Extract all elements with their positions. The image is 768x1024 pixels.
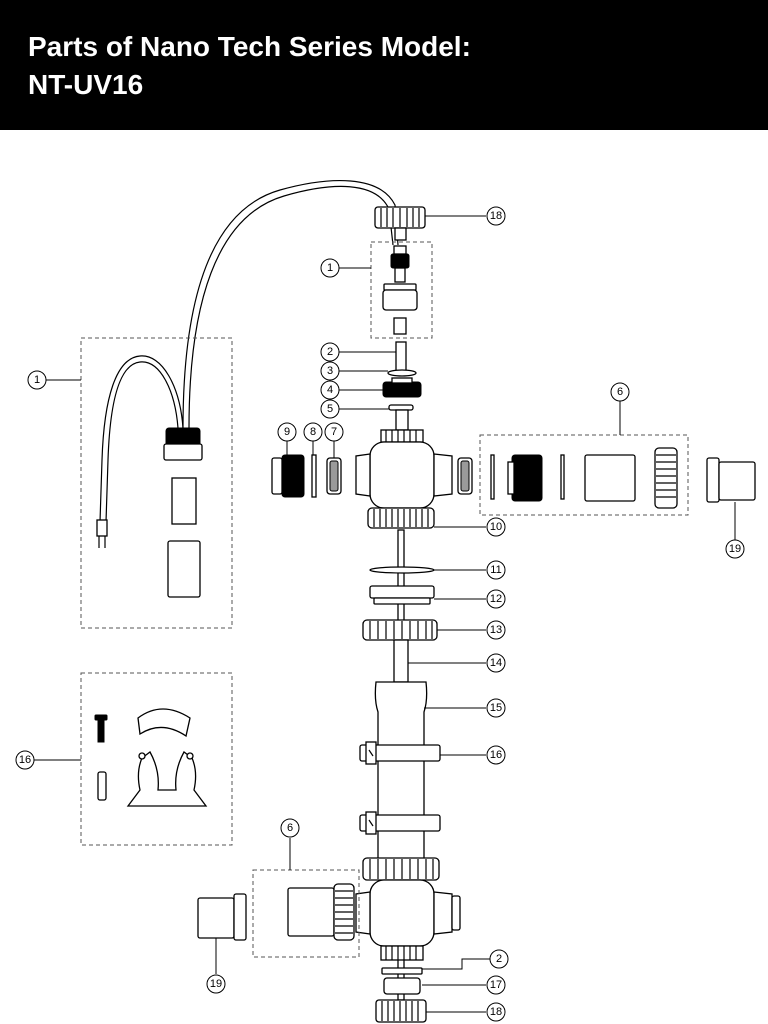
svg-text:6: 6: [617, 386, 623, 398]
callout-c1-ballast: 1: [27, 370, 47, 390]
svg-text:2: 2: [496, 953, 502, 965]
callout-c9: 9: [277, 422, 297, 442]
title-banner: Parts of Nano Tech Series Model: NT-UV16: [0, 0, 768, 130]
callout-c6-right: 6: [610, 382, 630, 402]
callout-c3: 3: [320, 361, 340, 381]
lamp-cap-group-box: [370, 241, 433, 339]
callout-c18-bottom: 18: [486, 1002, 506, 1022]
left-port-union: [271, 454, 305, 498]
right-port-gasket: [457, 457, 473, 495]
bottom-housing-tee: [355, 857, 461, 961]
left-union-fittings: [287, 883, 355, 941]
power-cable: [182, 179, 399, 429]
svg-text:1: 1: [327, 262, 333, 274]
o-ring-large: [369, 566, 435, 574]
svg-text:14: 14: [490, 657, 502, 669]
callout-c7: 7: [324, 422, 344, 442]
svg-text:11: 11: [490, 564, 501, 576]
callout-c14: 14: [486, 653, 506, 673]
callout-c12: 12: [486, 589, 506, 609]
svg-text:1: 1: [34, 374, 40, 386]
top-housing-tee: [355, 429, 453, 529]
quartz-tip: [395, 409, 409, 431]
callout-c19-right: 19: [725, 539, 745, 559]
ballast-group-box: [80, 337, 233, 629]
callout-c17: 17: [486, 975, 506, 995]
svg-text:13: 13: [490, 624, 502, 636]
union-nut: [362, 619, 438, 641]
right-union-group-box: [479, 434, 689, 516]
exploded-parts-diagram: 18 1 1 2 3 4 5 9 8 7 6 10 19 11 12 13 14…: [15, 179, 756, 1023]
callout-c16-right: 16: [486, 745, 506, 765]
callout-c16-left: 16: [15, 750, 35, 770]
callout-c19-left: 19: [206, 974, 226, 994]
left-union-group-box: [252, 869, 360, 958]
svg-text:16: 16: [490, 749, 502, 761]
page-title: Parts of Nano Tech Series Model: NT-UV16: [28, 31, 471, 100]
bottom-nut: [375, 999, 427, 1023]
left-port-gasket: [326, 457, 342, 495]
svg-text:10: 10: [490, 521, 502, 533]
callout-c18-top: 18: [486, 206, 506, 226]
clamp-kit-box: [80, 672, 233, 846]
callout-c10: 10: [486, 517, 506, 537]
callout-c15: 15: [486, 698, 506, 718]
clamp-lower: [359, 811, 441, 835]
callout-c6-left: 6: [280, 818, 300, 838]
callout-c5: 5: [320, 399, 340, 419]
callout-c8: 8: [303, 422, 323, 442]
leader-lines: [34, 215, 736, 1013]
svg-text:19: 19: [210, 978, 222, 990]
svg-text:16: 16: [19, 754, 31, 766]
lamp-cap-assembly: [382, 245, 418, 335]
callout-c4: 4: [320, 380, 340, 400]
housing-body: [374, 681, 428, 861]
callout-c13: 13: [486, 620, 506, 640]
top-nut: [374, 206, 426, 241]
callout-c11: 11: [486, 560, 506, 580]
right-union-fittings: [490, 447, 678, 509]
clamp-upper: [359, 741, 441, 765]
svg-text:18: 18: [490, 1006, 502, 1018]
callout-c2-bottom: 2: [489, 949, 509, 969]
left-port-o-ring: [311, 454, 317, 498]
svg-text:18: 18: [490, 210, 502, 222]
o-ring-small: [388, 404, 414, 411]
callout-c2-top: 2: [320, 342, 340, 362]
svg-text:4: 4: [327, 384, 333, 396]
svg-text:7: 7: [331, 426, 337, 438]
bottom-washer: [381, 967, 423, 975]
svg-text:12: 12: [490, 593, 502, 605]
svg-text:8: 8: [310, 426, 316, 438]
washer: [387, 369, 417, 377]
callout-c1-cap: 1: [320, 258, 340, 278]
svg-text:3: 3: [327, 365, 333, 377]
clamp-kit: [94, 708, 208, 807]
svg-text:9: 9: [284, 426, 290, 438]
svg-text:19: 19: [729, 543, 741, 555]
right-hose-adapter: [706, 457, 756, 503]
quartz-nut: [382, 377, 422, 398]
gland-washer: [369, 585, 435, 605]
ballast-assembly: [96, 355, 203, 598]
left-hose-adapter: [197, 893, 247, 941]
quartz-sleeve: [393, 639, 409, 683]
bottom-plug: [383, 977, 421, 995]
svg-text:6: 6: [287, 822, 293, 834]
svg-text:5: 5: [327, 403, 333, 415]
svg-text:15: 15: [490, 702, 502, 714]
svg-text:2: 2: [327, 346, 333, 358]
svg-text:17: 17: [490, 979, 502, 991]
